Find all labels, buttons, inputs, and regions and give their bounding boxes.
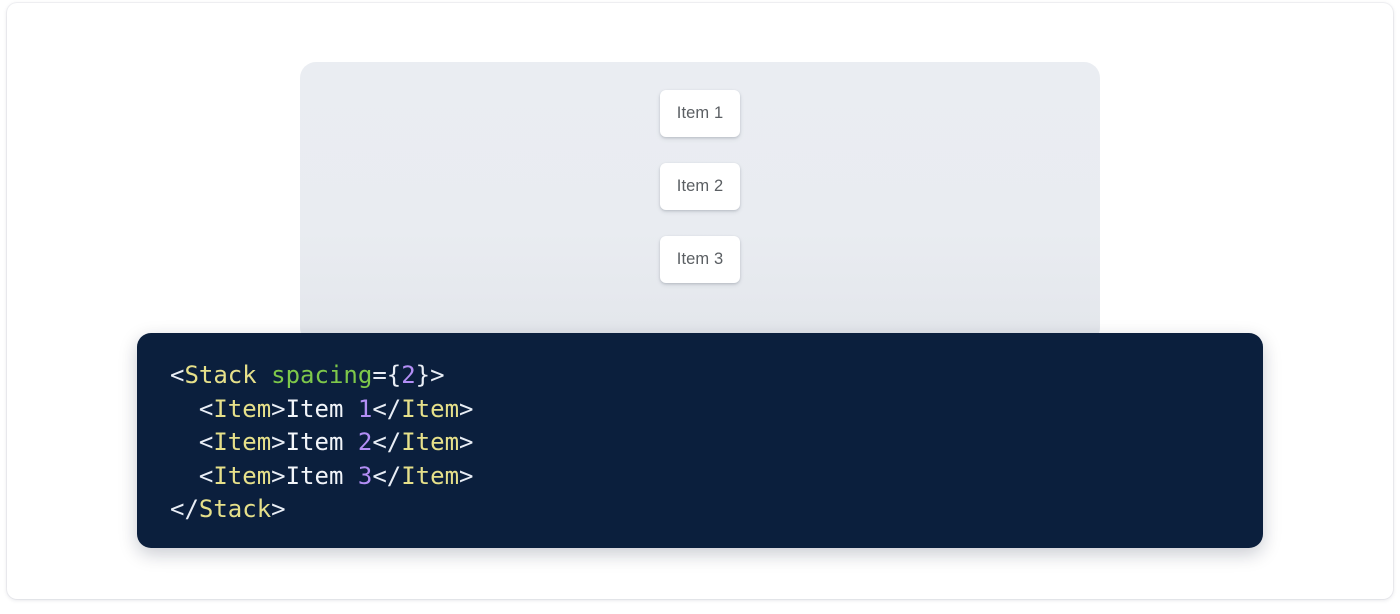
code-token-num: 2 xyxy=(401,361,416,389)
code-token-punct: < xyxy=(198,394,214,423)
stack-item[interactable]: Item 1 xyxy=(660,90,740,137)
code-token-tag: Stack xyxy=(184,361,257,389)
code-token-tag: Stack xyxy=(198,495,272,524)
code-snippet-text[interactable]: <Stack spacing={2}> <Item>Item 1</Item> … xyxy=(170,359,1263,527)
code-token-num: 2 xyxy=(357,428,373,457)
code-token-attr: spacing xyxy=(271,361,373,389)
code-token-punct: < xyxy=(198,428,214,457)
component-preview-panel: Item 1 Item 2 Item 3 xyxy=(300,62,1100,344)
code-token-num: 1 xyxy=(357,394,373,423)
code-token-punct: > xyxy=(459,461,474,490)
code-token-punct: > xyxy=(459,394,474,423)
code-token-punct: < xyxy=(170,361,185,389)
stack-item-label: Item 1 xyxy=(676,104,724,122)
code-token-tag: Item xyxy=(401,394,460,423)
code-token-tag: Item xyxy=(213,394,272,423)
code-token-punct: </ xyxy=(372,461,402,490)
code-token-punct: > xyxy=(271,495,286,524)
code-token-text: Item xyxy=(285,461,358,490)
code-token-num: 3 xyxy=(357,461,373,490)
code-token-punct: > xyxy=(459,428,474,457)
code-token-punct: > xyxy=(271,428,286,457)
code-token-punct: > xyxy=(271,394,286,423)
code-token-tag: Item xyxy=(213,461,272,490)
code-token-text: Item xyxy=(285,394,358,423)
code-token-tag: Item xyxy=(401,461,460,490)
code-snippet-block: <Stack spacing={2}> <Item>Item 1</Item> … xyxy=(137,333,1263,548)
code-token-punct: > xyxy=(271,461,286,490)
stack-item-label: Item 2 xyxy=(676,177,724,195)
code-token-punct: < xyxy=(198,461,214,490)
code-token-punct: ={ xyxy=(372,361,402,389)
stack-container: Item 1 Item 2 Item 3 xyxy=(300,62,1100,283)
code-token-punct xyxy=(257,361,271,389)
stack-item[interactable]: Item 3 xyxy=(660,236,740,283)
stack-item[interactable]: Item 2 xyxy=(660,163,740,210)
code-token-text: Item xyxy=(285,428,358,457)
code-token-punct: </ xyxy=(372,428,402,457)
code-token-punct: }> xyxy=(415,361,445,389)
code-token-punct: </ xyxy=(170,495,199,524)
code-token-tag: Item xyxy=(401,428,460,457)
code-token-punct: </ xyxy=(372,394,402,423)
code-token-tag: Item xyxy=(213,428,272,457)
stack-item-label: Item 3 xyxy=(676,250,724,268)
